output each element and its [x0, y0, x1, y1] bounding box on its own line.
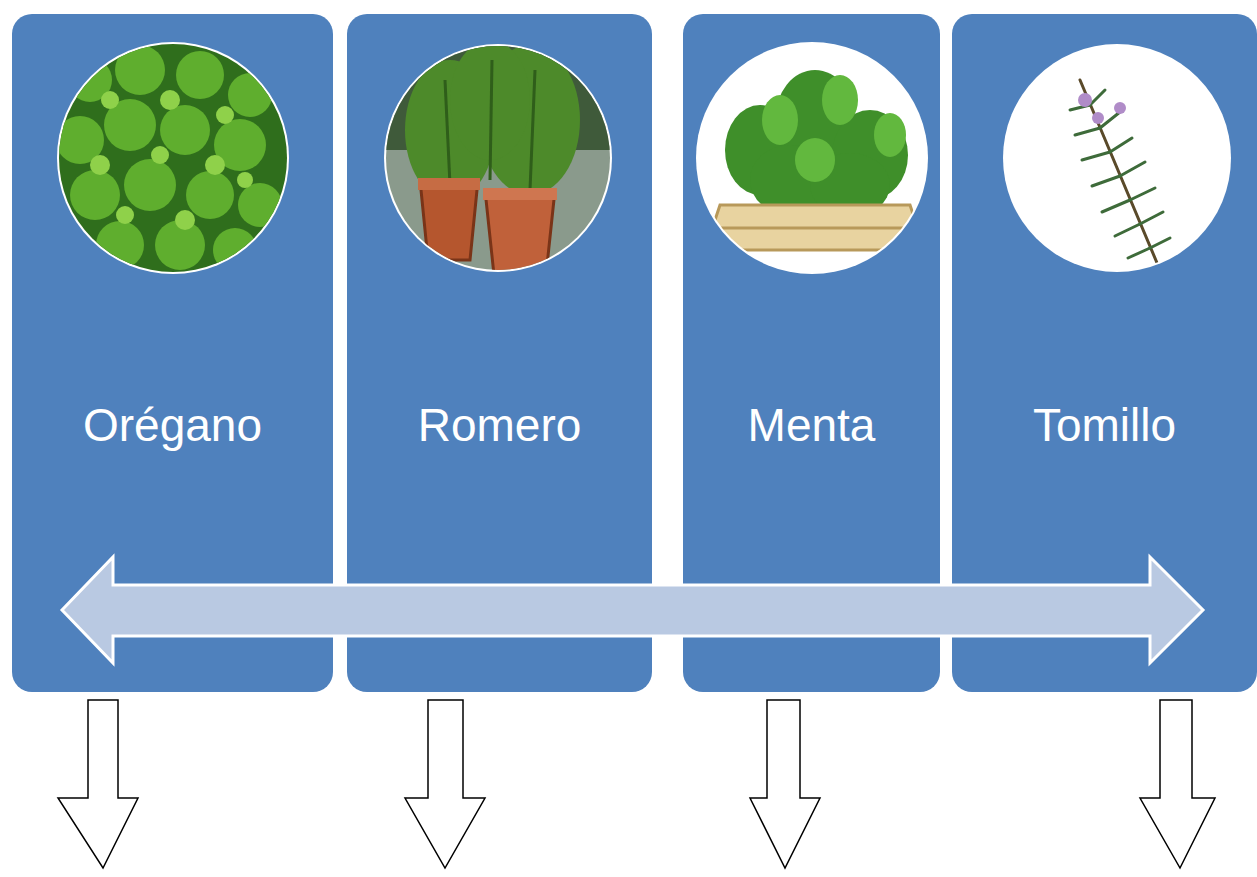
sprig-picture [1003, 44, 1231, 272]
herb-name: Orégano [77, 399, 268, 452]
mint-picture [694, 40, 934, 280]
herb-name: Romero [412, 399, 588, 452]
double-arrow [62, 557, 1203, 663]
oregano-picture [55, 40, 295, 280]
potted-herb-picture [380, 40, 620, 280]
herb-name: Menta [742, 399, 882, 452]
herb-name: Tomillo [1027, 399, 1182, 452]
down-arrows [58, 700, 1215, 868]
